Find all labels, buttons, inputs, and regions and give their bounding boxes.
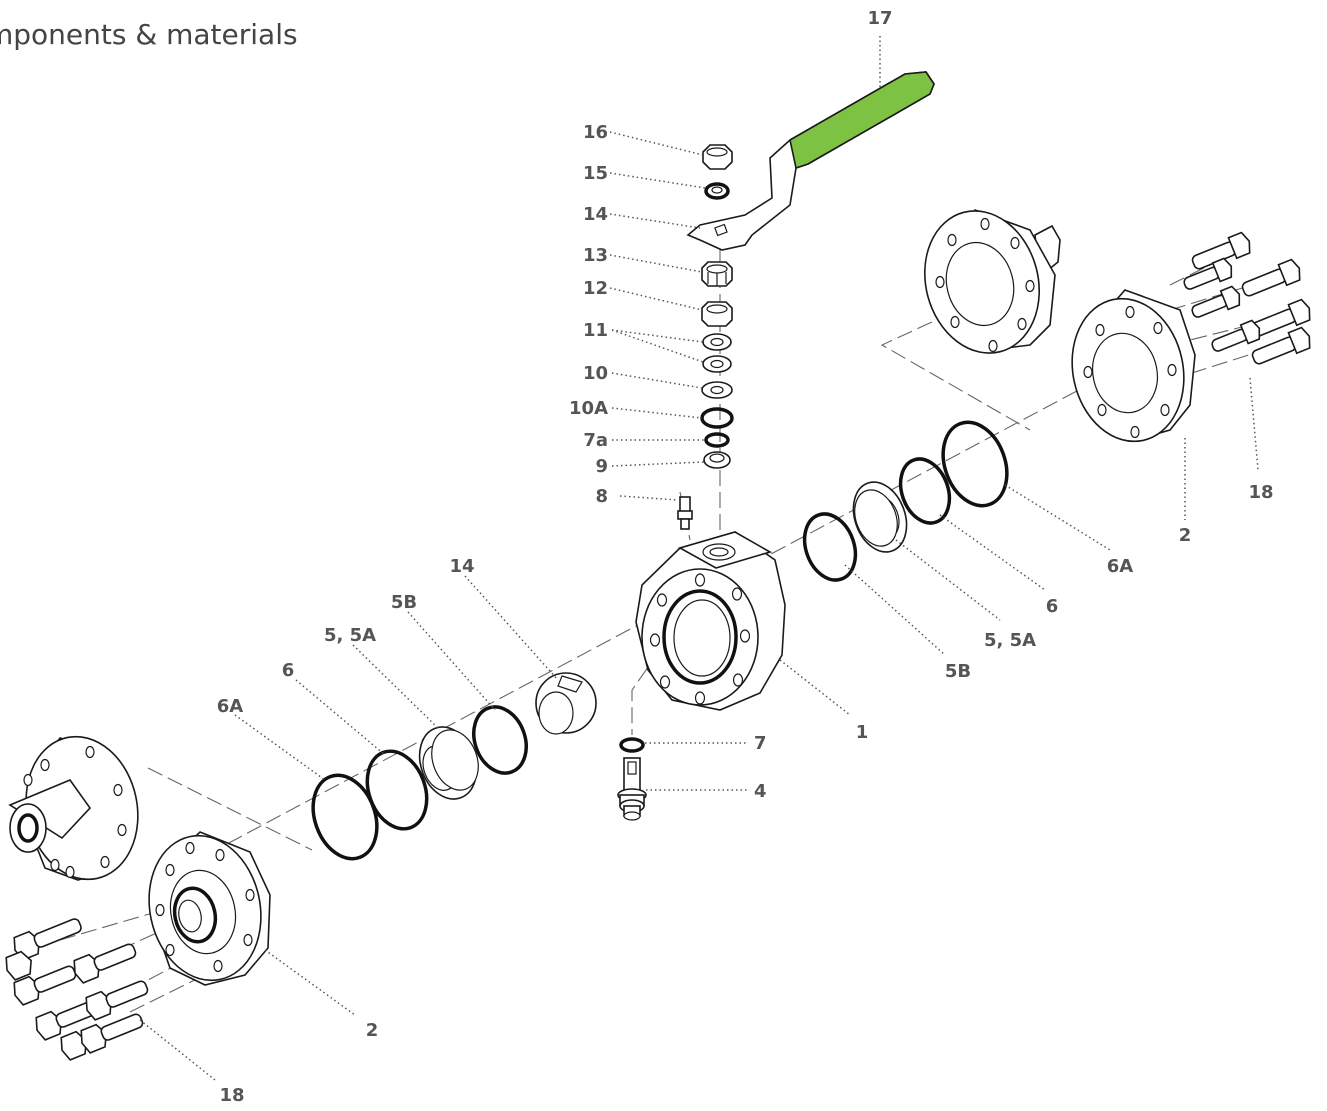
body-bolt-holes bbox=[649, 573, 751, 705]
callout-2-right: 2 bbox=[1179, 525, 1192, 546]
callout-13: 13 bbox=[583, 245, 608, 266]
callout-16: 16 bbox=[583, 122, 608, 143]
o-ring-6-right bbox=[898, 457, 952, 525]
callout-1: 1 bbox=[856, 722, 869, 743]
bolt bbox=[1183, 257, 1233, 290]
bolt bbox=[1251, 298, 1311, 337]
stem-4 bbox=[617, 757, 647, 821]
seal-6a-left bbox=[311, 773, 379, 861]
callout-10a: 10A bbox=[569, 398, 608, 419]
callout-7: 7 bbox=[754, 733, 767, 754]
leader-lines bbox=[139, 36, 1259, 1081]
callout-6a-left: 6A bbox=[217, 696, 244, 717]
bolt bbox=[1191, 285, 1241, 318]
washer-10a bbox=[700, 407, 734, 429]
bolt bbox=[1241, 258, 1301, 297]
callout-5b-left: 5B bbox=[391, 592, 417, 613]
flange-right-front bbox=[1071, 289, 1196, 443]
o-ring-7a bbox=[704, 432, 730, 448]
callout-15: 15 bbox=[583, 163, 608, 184]
bolt bbox=[1211, 319, 1261, 352]
stem-stack bbox=[700, 144, 734, 469]
stop-nut-13 bbox=[701, 261, 733, 287]
callout-12: 12 bbox=[583, 278, 608, 299]
seat-5-5a-left bbox=[418, 726, 479, 800]
gland-9 bbox=[703, 451, 731, 469]
callout-11: 11 bbox=[583, 320, 608, 341]
callout-4: 4 bbox=[754, 781, 767, 802]
callout-6a-right: 6A bbox=[1107, 556, 1134, 577]
callout-14-handle-plate: 14 bbox=[583, 204, 608, 225]
belleville-washers-11 bbox=[702, 333, 732, 373]
callout-5-5a-left: 5, 5A bbox=[324, 625, 376, 646]
callout-8: 8 bbox=[595, 486, 608, 507]
seal-5b-left bbox=[472, 705, 528, 775]
seat-5-5a-right bbox=[852, 481, 908, 553]
flange-left-back bbox=[8, 735, 139, 881]
packing-nut-12 bbox=[701, 301, 733, 327]
callout-5-5a-right: 5, 5A bbox=[984, 630, 1036, 651]
bolt bbox=[5, 950, 32, 981]
callout-6-left: 6 bbox=[282, 660, 295, 681]
bolt bbox=[1251, 326, 1311, 365]
page-title: mponents & materials bbox=[0, 18, 298, 51]
bolts-right bbox=[1183, 231, 1311, 365]
bolt bbox=[85, 980, 149, 1021]
callout-18-left: 18 bbox=[219, 1085, 244, 1106]
nut-16 bbox=[702, 144, 733, 170]
callout-5b-right: 5B bbox=[945, 661, 971, 682]
bolt bbox=[60, 1030, 87, 1061]
callout-2-left: 2 bbox=[366, 1020, 379, 1041]
callout-7a: 7a bbox=[583, 430, 608, 451]
callout-6-right: 6 bbox=[1046, 596, 1059, 617]
washer-10 bbox=[701, 381, 733, 399]
stop-pin-8 bbox=[677, 496, 693, 530]
callout-9: 9 bbox=[595, 456, 608, 477]
callout-labels: 17 16 15 14 13 12 11 10 10A 7a 9 8 14 5B… bbox=[217, 8, 1274, 1106]
o-ring-7 bbox=[619, 737, 645, 753]
seal-6a-right bbox=[941, 420, 1009, 508]
ball-14 bbox=[535, 672, 597, 735]
callout-17: 17 bbox=[867, 8, 892, 29]
bolt bbox=[80, 1013, 144, 1054]
washer-15 bbox=[704, 182, 730, 200]
flange-left-front bbox=[148, 831, 271, 986]
valve-body-1 bbox=[635, 531, 786, 711]
callout-14-ball: 14 bbox=[449, 556, 474, 577]
bolts-left bbox=[5, 918, 149, 1061]
callout-18-right: 18 bbox=[1248, 482, 1273, 503]
seal-5b-right bbox=[802, 512, 858, 582]
bolt bbox=[73, 943, 137, 984]
bolt bbox=[1191, 231, 1251, 270]
bolt bbox=[13, 965, 77, 1006]
callout-10: 10 bbox=[583, 363, 608, 384]
lever-handle: HABONIM bbox=[686, 71, 935, 251]
flange-right-back bbox=[923, 208, 1061, 354]
